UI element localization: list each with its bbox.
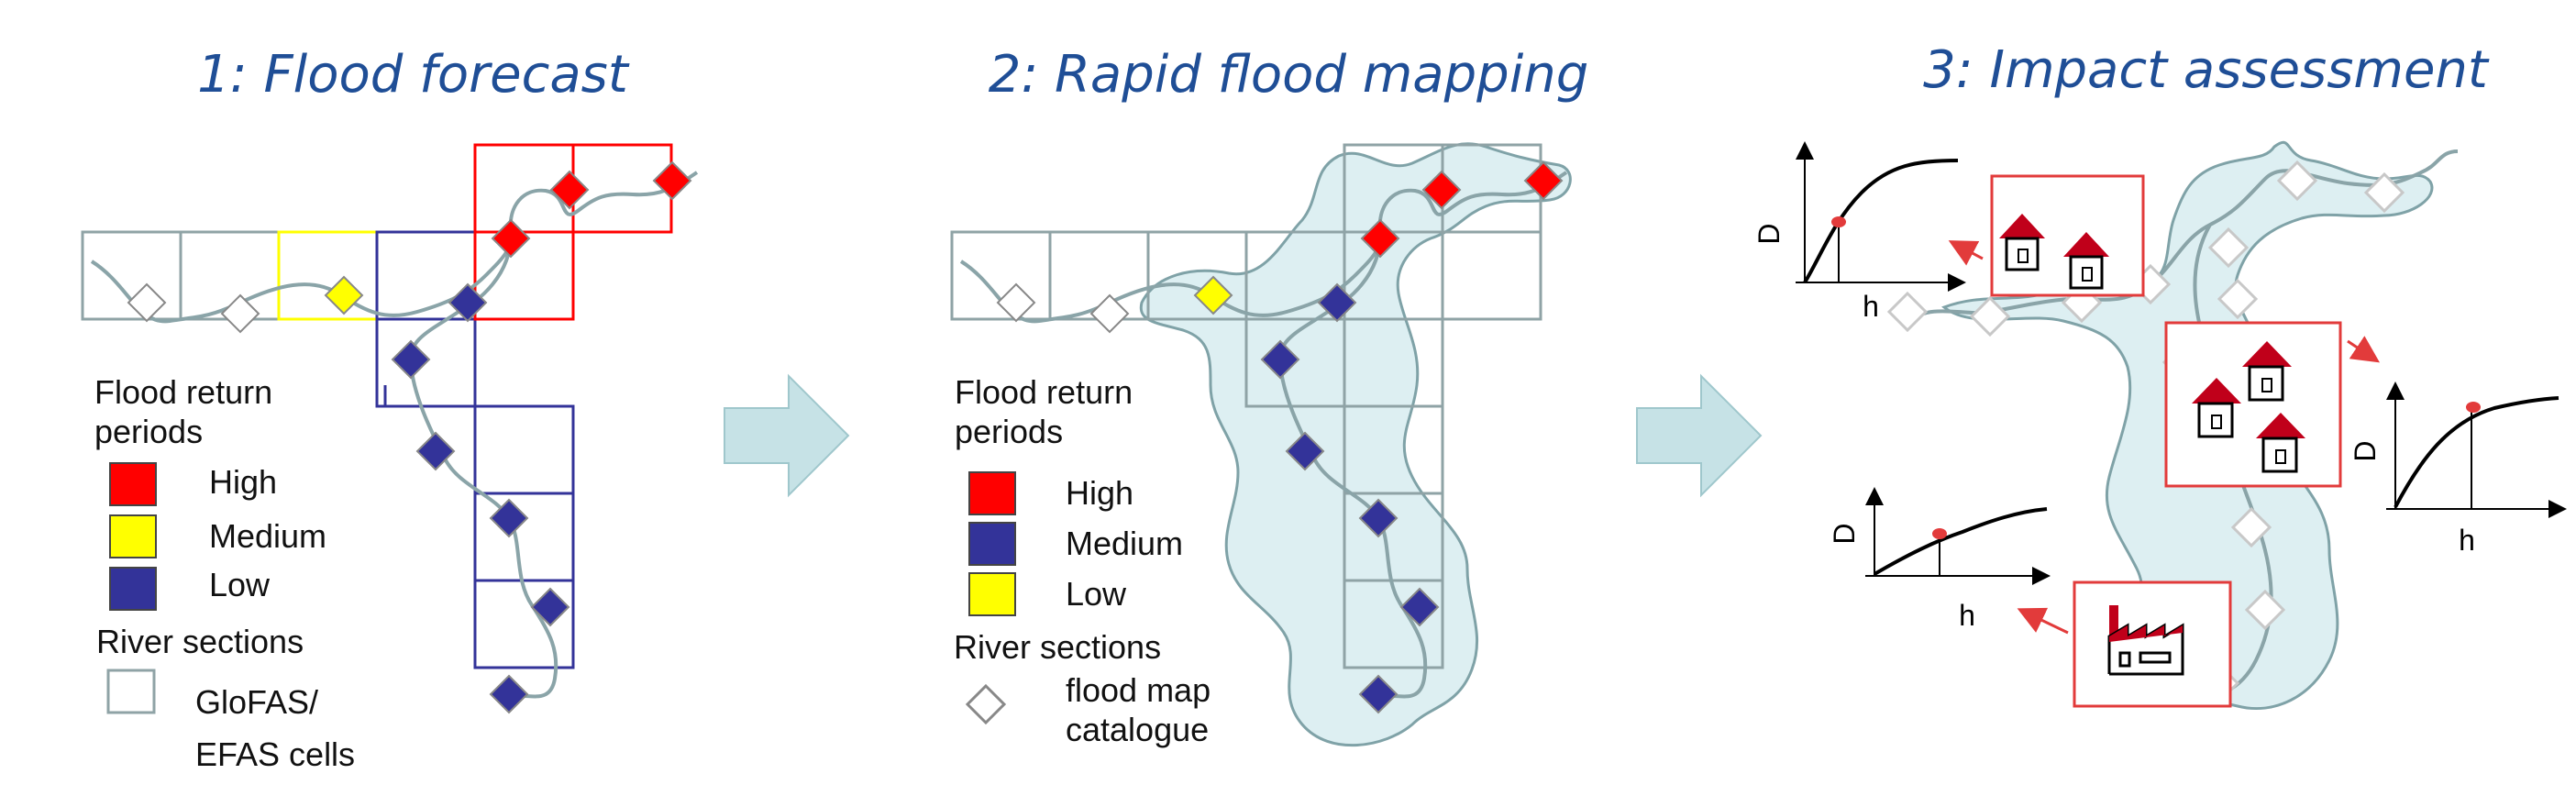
flow-arrow-2 <box>1636 373 1763 498</box>
flow-arrow-1 <box>724 373 850 498</box>
panel-impact-assessment: 3: Impact assessment <box>1752 40 2567 711</box>
river-sections <box>127 160 692 714</box>
house-icon <box>2242 341 2292 402</box>
legend-label-medium: Medium <box>209 517 326 555</box>
legend-cell-label-line1: GloFAS/ <box>195 683 318 721</box>
impact-box-factory <box>2073 580 2232 708</box>
legend2-map-label-line1: flood map <box>1066 671 1211 709</box>
legend2-label-medium: Medium <box>1066 525 1183 562</box>
flood-extent <box>1139 142 1572 747</box>
axis-label-h-3: h <box>1959 599 1975 632</box>
house-icon <box>1999 214 2045 271</box>
house-icon <box>2063 232 2109 290</box>
river-sections-panel-2 <box>996 160 1564 714</box>
legend2-sections-heading: River sections <box>954 628 1161 666</box>
legend2-heading-line1: Flood return <box>955 373 1133 411</box>
legend-cell-label-line2: EFAS cells <box>195 735 355 773</box>
legend-swatch-high <box>109 462 157 506</box>
legend-label-high: High <box>209 463 277 501</box>
panel-flood-forecast: 1: Flood forecast <box>81 45 699 773</box>
house-icon <box>2192 378 2241 438</box>
legend2-diamond-swatch <box>965 683 1007 725</box>
legend2-label-low: Low <box>1066 575 1127 613</box>
axis-label-d-2: D <box>2349 440 2382 461</box>
damage-curve-2: D h <box>2349 381 2567 557</box>
panel-1-title: 1: Flood forecast <box>197 45 630 105</box>
legend2-swatch-low <box>968 572 1016 616</box>
axis-label-h-2: h <box>2459 524 2475 557</box>
legend2-label-high: High <box>1066 474 1133 512</box>
damage-curve-1: D h <box>1752 141 1966 323</box>
legend2-swatch-high <box>968 471 1016 515</box>
legend-cell-swatch <box>106 669 156 714</box>
house-icon <box>2256 413 2305 473</box>
panel-2-title: 2: Rapid flood mapping <box>989 45 1589 105</box>
impact-arrow-2 <box>2347 336 2380 363</box>
panel-rapid-flood-mapping: 2: Rapid flood mapping <box>950 45 1589 748</box>
factory-icon <box>2107 605 2184 676</box>
legend2-map-label-line2: catalogue <box>1066 711 1209 748</box>
panel-3-title: 3: Impact assessment <box>1923 40 2490 100</box>
impact-arrow-1 <box>1948 240 1984 266</box>
legend-sections-heading: River sections <box>96 623 304 660</box>
legend-panel-1: Flood return periods High Medium Low Riv… <box>94 373 355 773</box>
grid-cells-panel-2 <box>950 143 1542 669</box>
damage-curve-3: D h <box>1828 487 2051 632</box>
legend2-swatch-medium <box>968 522 1016 566</box>
impact-box-houses-small <box>1990 174 2145 297</box>
impact-arrow-3 <box>2017 607 2069 635</box>
impact-box-houses-large <box>2164 321 2342 488</box>
axis-label-d-1: D <box>1752 223 1786 244</box>
legend-heading-line1: Flood return <box>94 373 272 411</box>
legend-panel-2: Flood return periods High Medium Low Riv… <box>954 373 1211 748</box>
axis-label-h-1: h <box>1863 290 1879 323</box>
legend-heading-line2: periods <box>94 413 203 450</box>
legend-swatch-low <box>109 567 157 611</box>
legend2-heading-line2: periods <box>955 413 1063 450</box>
legend-label-low: Low <box>209 566 271 603</box>
legend-swatch-medium <box>109 514 157 558</box>
axis-label-d-3: D <box>1828 523 1861 544</box>
